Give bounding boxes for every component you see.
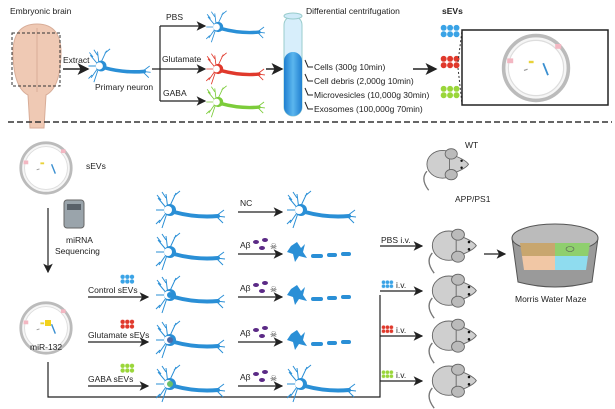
abeta-aggregate-icon [253,238,268,250]
app-ps1-label: APP/PS1 [455,194,491,204]
centrifugation-title: Differential centrifugation [306,6,400,16]
treatment-pbs: PBS [166,12,183,22]
abeta-aggregate-icon [253,281,268,293]
damaged-neuron-icon [287,285,351,305]
stimulus-label: Aβ [240,372,251,382]
primary-neuron-icon [88,48,152,84]
injection-label: i.v. [396,280,406,290]
stimulus-label: Aβ [240,328,251,338]
healthy-neuron-icon [287,191,356,228]
abeta-aggregate-icon [253,326,268,338]
embryonic-brain-label: Embryonic brain [10,6,72,16]
sevs-label-bottom: sEVs [86,161,106,171]
fraction-exosomes: Exosomes (100,000g 70min) [314,104,423,114]
wt-label: WT [465,140,478,150]
zoom-lines [457,30,463,105]
injection-label: PBS i.v. [381,235,411,245]
glutamate-neuron-icon [205,52,267,86]
injected-sev-icon [381,370,394,379]
experiment-row: Control sEVs Aβ ☠ [88,274,351,314]
toxicity-skull-icon: ☠ [270,330,277,339]
morris-water-maze-icon [511,223,599,288]
neuron-icon [156,276,225,313]
blue-sevs-icon [440,24,460,38]
treatment-label: Glutamate sEVs [88,330,149,340]
mir132-connector [47,295,381,398]
treated-soma [167,292,173,298]
sev-cluster-icon [120,274,135,285]
green-sevs-icon [440,85,460,99]
pbs-neuron-icon [205,10,267,44]
sev-vesicle-icon [501,33,571,103]
toxicity-skull-icon: ☠ [270,242,277,251]
experiment-row: GABA sEVs Aβ ☠ [88,363,356,403]
brain-illustration [11,23,62,129]
centrifuge-tube-icon [283,12,303,117]
treated-soma [167,381,173,387]
stimulus-label: Aβ [240,240,251,250]
treatment-branches [152,21,207,106]
fraction-cell-debris: Cell debris (2,000g 10min) [314,76,414,86]
gaba-neuron-icon [205,85,267,119]
sev-cluster-icon [120,363,135,374]
extract-label: Extract [63,55,90,65]
sevs-vesicle-icon [19,141,73,195]
experiment-row: Aβ ☠ [156,233,351,270]
sev-cluster-icon [120,319,135,330]
stimulus-label: Aβ [240,283,251,293]
injected-sev-icon [381,325,394,334]
neuron-icon [156,321,225,358]
primary-neuron-label: Primary neuron [95,82,153,92]
morris-water-maze-label: Morris Water Maze [515,294,587,304]
app-ps1-mouse-icon [428,318,478,364]
sevs-label-top: sEVs [442,6,463,16]
red-sevs-icon [440,55,460,69]
fraction-microvesicles: Microvesicles (10,000g 30min) [314,90,429,100]
wt-mouse-icon [423,148,470,191]
damaged-neuron-icon [287,242,351,262]
app-ps1-mouse-icon [428,228,478,274]
sequencing-label-2: Sequencing [55,246,100,256]
neuron-icon [156,233,225,270]
fraction-brackets [304,59,313,110]
mir132-label: miR-132 [30,342,62,352]
experiment-row: Glutamate sEVs Aβ ☠ [88,319,351,359]
damaged-neuron-icon [287,330,351,350]
sequencer-icon [63,199,85,229]
treated-soma [167,337,173,343]
stimulus-label: NC [240,198,252,208]
treatment-label: GABA sEVs [88,374,133,384]
treatment-glutamate: Glutamate [162,54,201,64]
mir132-marker [45,320,51,326]
injected-sev-icon [381,280,394,289]
abeta-aggregate-icon [253,370,268,382]
toxicity-skull-icon: ☠ [270,285,277,294]
app-ps1-mouse-icon [428,273,478,319]
experiment-row: NC [156,191,356,228]
treatment-label: Control sEVs [88,285,138,295]
fraction-cells: Cells (300g 10min) [314,62,386,72]
injection-label: i.v. [396,370,406,380]
toxicity-skull-icon: ☠ [270,374,277,383]
treatment-gaba: GABA [163,88,187,98]
neuron-icon [156,191,225,228]
sequencing-label-1: miRNA [66,235,93,245]
injection-label: i.v. [396,325,406,335]
app-ps1-mouse-icon [428,363,478,409]
